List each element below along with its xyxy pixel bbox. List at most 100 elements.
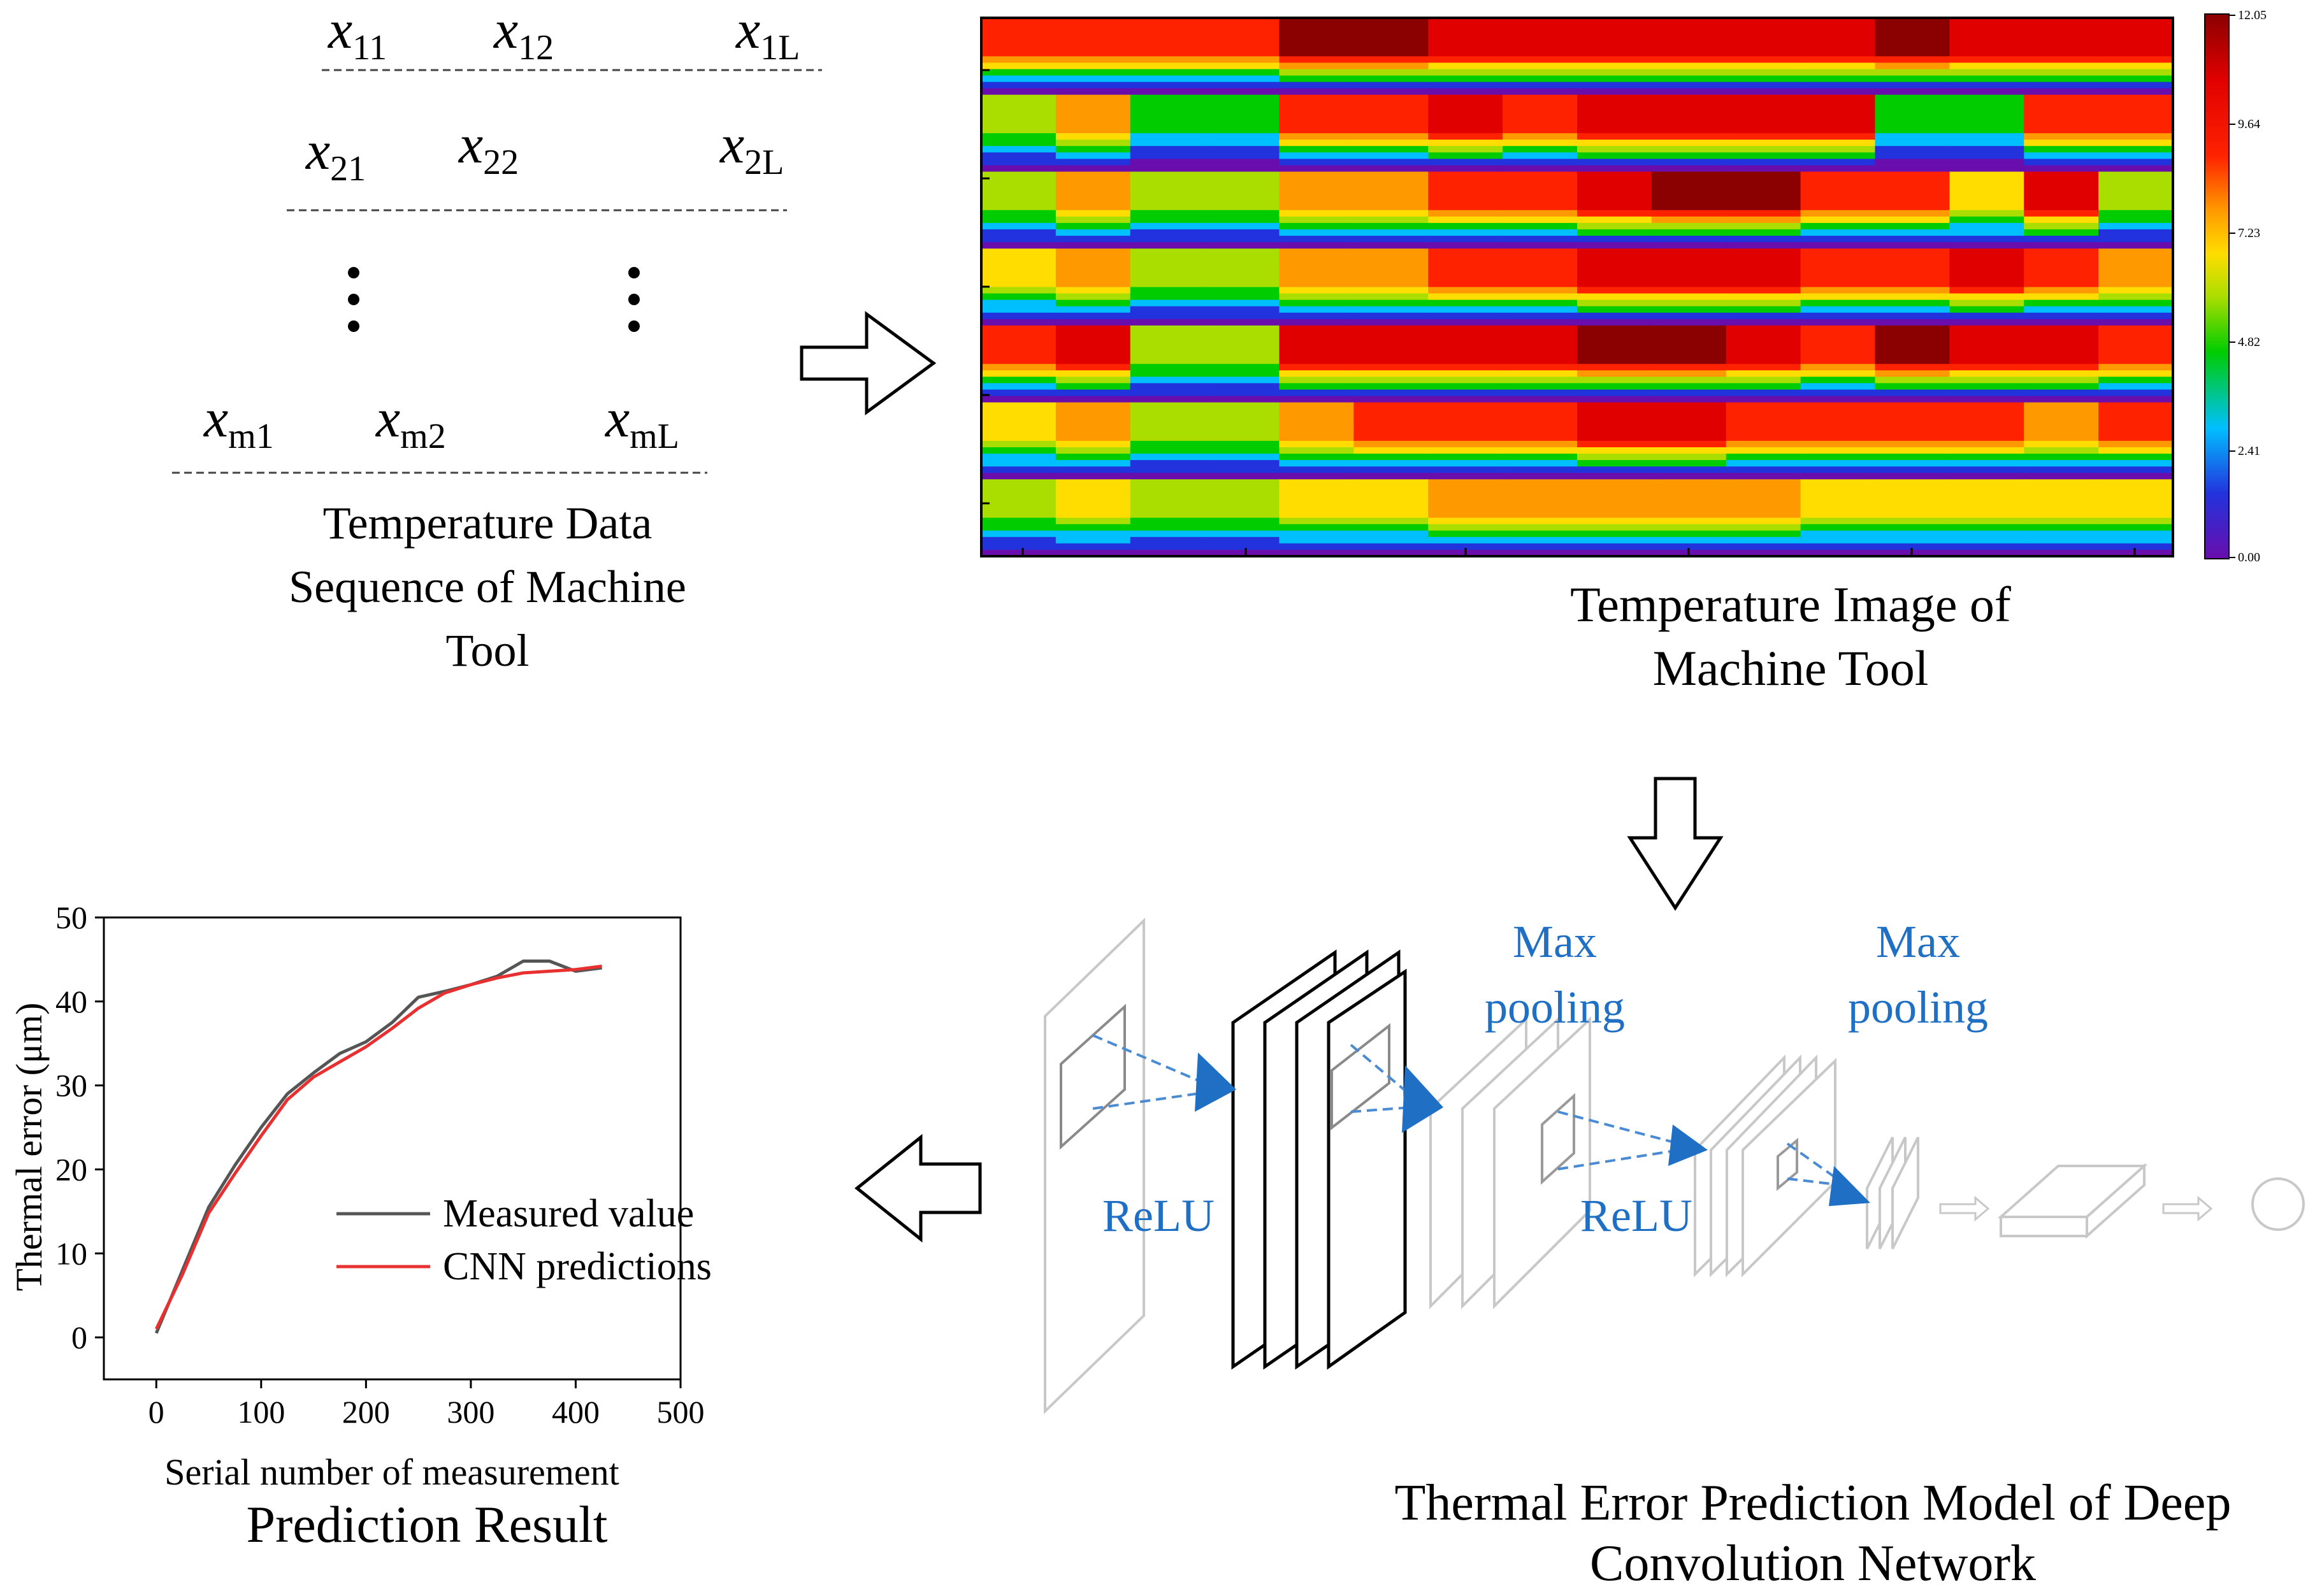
heatmap-cell bbox=[1875, 82, 1950, 89]
heatmap-cell bbox=[1130, 460, 1206, 467]
heatmap-cell bbox=[1204, 222, 1280, 230]
heatmap-cell bbox=[1204, 466, 1280, 473]
heatmap-cell bbox=[2098, 287, 2174, 294]
heatmap-cell bbox=[1800, 236, 1876, 243]
heatmap-cell bbox=[1130, 517, 1206, 525]
heatmap-cell bbox=[1130, 415, 1206, 422]
heatmap-cell bbox=[1279, 255, 1354, 262]
heatmap-cell bbox=[1577, 229, 1652, 236]
heatmap-cell bbox=[1130, 312, 1206, 320]
heatmap-cell bbox=[1130, 479, 1206, 486]
heatmap-cell bbox=[1577, 511, 1652, 519]
heatmap-cell bbox=[1503, 498, 1578, 506]
heatmap-cell bbox=[1204, 184, 1280, 192]
heatmap-cell bbox=[1055, 396, 1131, 403]
heatmap-cell bbox=[981, 31, 1057, 38]
pool1-receptive-field bbox=[1541, 1093, 1575, 1185]
heatmap-cell bbox=[2024, 319, 2099, 326]
heatmap-cell bbox=[1651, 447, 1727, 454]
heatmap-cell bbox=[981, 536, 1057, 544]
heatmap-cell bbox=[981, 75, 1057, 83]
conv-layer-2 bbox=[1694, 1054, 1836, 1277]
heatmap-cell bbox=[2098, 127, 2174, 134]
heatmap-cell bbox=[2098, 536, 2174, 544]
heatmap-cell bbox=[1204, 338, 1280, 345]
heatmap-cell bbox=[1204, 75, 1280, 83]
heatmap-cell bbox=[1279, 107, 1354, 115]
heatmap-cell bbox=[1800, 331, 1876, 339]
heatmap-cell bbox=[1353, 146, 1429, 153]
heatmap-cell bbox=[2098, 120, 2174, 127]
heatmap-cell bbox=[981, 229, 1057, 236]
heatmap-cell bbox=[2024, 492, 2099, 500]
heatmap-cell bbox=[2098, 415, 2174, 422]
heatmap-cell bbox=[1726, 255, 1801, 262]
heatmap-cell bbox=[1130, 293, 1206, 301]
heatmap-cell bbox=[1577, 133, 1652, 140]
heatmap-cell bbox=[1055, 511, 1131, 519]
heatmap-cell bbox=[1503, 543, 1578, 550]
heatmap-cell bbox=[1503, 325, 1578, 333]
heatmap-cell bbox=[1726, 127, 1801, 134]
heatmap-cell bbox=[2098, 479, 2174, 486]
heatmap-cell bbox=[1949, 18, 2024, 25]
heatmap-cell bbox=[1726, 37, 1801, 44]
heatmap-cell bbox=[1875, 107, 1950, 115]
heatmap-cell bbox=[1279, 312, 1354, 320]
heatmap-cell bbox=[1503, 351, 1578, 358]
heatmap-cell bbox=[2024, 210, 2099, 217]
heatmap-cell bbox=[1577, 415, 1652, 422]
heatmap-cell bbox=[1055, 325, 1131, 333]
series-line-cnn bbox=[155, 965, 602, 1330]
heatmap-cell bbox=[1800, 75, 1876, 83]
heatmap-cell bbox=[2024, 479, 2099, 486]
heatmap-cell bbox=[1279, 152, 1354, 159]
heatmap-cell bbox=[1726, 178, 1801, 185]
heatmap-cell bbox=[1949, 171, 2024, 179]
heatmap-cell bbox=[1428, 50, 1503, 57]
heatmap-cell bbox=[2098, 505, 2174, 512]
heatmap-cell bbox=[2024, 287, 2099, 294]
heatmap-cell bbox=[1577, 549, 1652, 557]
heatmap-cell bbox=[1726, 113, 1801, 121]
heatmap-cell bbox=[1800, 203, 1876, 211]
heatmap-cell bbox=[1875, 248, 1950, 255]
heatmap-cell bbox=[1503, 101, 1578, 108]
heatmap-cell bbox=[1800, 466, 1876, 473]
heatmap-cell bbox=[2024, 364, 2099, 371]
heatmap-cell bbox=[1875, 421, 1950, 429]
x-tick-label: 200 bbox=[342, 1394, 390, 1430]
heatmap-cell bbox=[1726, 140, 1801, 147]
heatmap-cell bbox=[1279, 492, 1354, 500]
heatmap-cell bbox=[1204, 140, 1280, 147]
heatmap-cell bbox=[981, 133, 1057, 140]
heatmap-cell bbox=[1875, 511, 1950, 519]
heatmap-cell bbox=[1130, 440, 1206, 448]
heatmap-cell bbox=[1503, 88, 1578, 96]
heatmap-cell bbox=[1353, 69, 1429, 76]
heatmap-cell bbox=[1130, 171, 1206, 179]
colorbar bbox=[2204, 13, 2230, 559]
heatmap-cell bbox=[1503, 473, 1578, 480]
heatmap-cell bbox=[1651, 345, 1727, 352]
heatmap-cell bbox=[1503, 331, 1578, 339]
heatmap-cell bbox=[1726, 396, 1801, 403]
heatmap-cell bbox=[1204, 120, 1280, 127]
heatmap-cell bbox=[981, 69, 1057, 76]
heatmap-cell bbox=[1726, 370, 1801, 377]
heatmap-cell bbox=[2024, 466, 2099, 473]
heatmap-cell bbox=[1577, 236, 1652, 243]
heatmap-cell bbox=[1204, 377, 1280, 384]
heatmap-cell bbox=[1651, 56, 1727, 64]
heatmap-cell bbox=[2024, 178, 2099, 185]
heatmap-cell bbox=[1726, 191, 1801, 198]
heatmap-cell bbox=[1503, 415, 1578, 422]
heatmap-cell bbox=[1800, 492, 1876, 500]
heatmap-cell bbox=[1130, 549, 1206, 557]
heatmap-cell bbox=[1726, 312, 1801, 320]
heatmap-cell bbox=[1800, 82, 1876, 89]
pooling-layer-1 bbox=[1429, 1016, 1591, 1309]
heatmap-cell bbox=[1800, 345, 1876, 352]
heatmap-cell bbox=[1204, 197, 1280, 205]
